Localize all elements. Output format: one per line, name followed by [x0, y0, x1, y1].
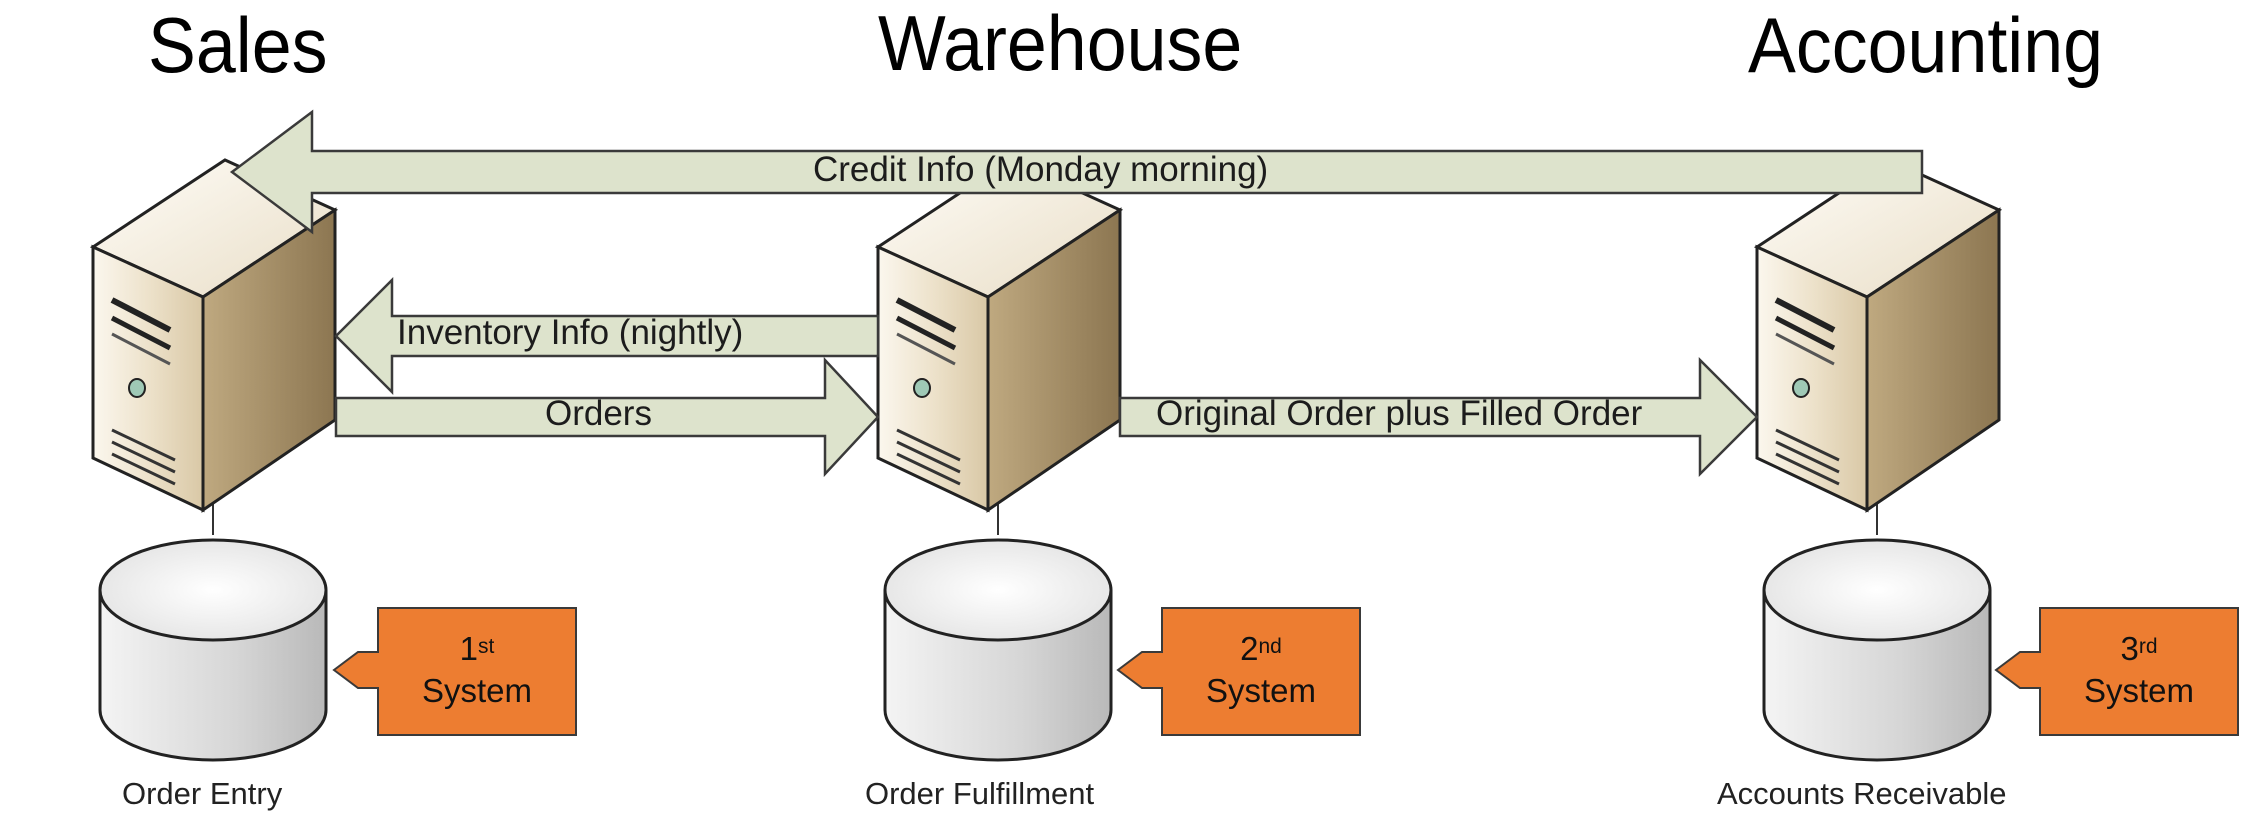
- original-order-label: Original Order plus Filled Order: [1156, 394, 1643, 433]
- department-title-accounting: Accounting: [1748, 1, 2104, 89]
- system-badge-3-word: System: [2083, 672, 2195, 709]
- order-entry-database-icon: [98, 538, 328, 762]
- system-badge-3: 3rd System: [2040, 628, 2238, 712]
- sales-server-icon: [89, 158, 339, 513]
- system-badge-2-shape: [1116, 607, 1361, 736]
- original-order-arrow: [1118, 356, 1759, 478]
- inventory-info-arrow: [334, 276, 880, 396]
- department-title-warehouse: Warehouse: [878, 0, 1243, 87]
- system-badge-1-word: System: [421, 672, 533, 709]
- orders-label: Orders: [545, 394, 652, 433]
- system-badge-2-suffix: nd: [1258, 635, 1282, 658]
- system-badge-3-shape: [1994, 607, 2239, 736]
- system-badge-1: 1st System: [378, 628, 576, 712]
- system-badge-2-word: System: [1205, 672, 1317, 709]
- system-badge-1-number: 1: [459, 630, 478, 667]
- accounts-receivable-database-icon: [1762, 538, 1992, 762]
- database-label-accounts-receivable: Accounts Receivable: [1717, 776, 2007, 811]
- accounting-server-icon: [1753, 158, 2003, 513]
- orders-arrow: [334, 356, 880, 478]
- system-badge-1-shape: [332, 607, 577, 736]
- department-title-sales: Sales: [148, 1, 328, 89]
- credit-info-arrow: [229, 109, 1924, 235]
- system-badge-1-suffix: st: [478, 635, 495, 658]
- warehouse-server-icon: [874, 158, 1124, 513]
- system-badge-2-number: 2: [1240, 630, 1259, 667]
- system-badge-2: 2nd System: [1162, 628, 1360, 712]
- credit-info-label: Credit Info (Monday morning): [813, 150, 1269, 189]
- system-badge-3-number: 3: [2120, 630, 2139, 667]
- inventory-info-label: Inventory Info (nightly): [397, 313, 744, 352]
- system-badge-3-suffix: rd: [2138, 635, 2158, 658]
- order-fulfillment-database-icon: [883, 538, 1113, 762]
- database-label-order-entry: Order Entry: [122, 776, 283, 811]
- database-label-order-fulfillment: Order Fulfillment: [865, 776, 1095, 811]
